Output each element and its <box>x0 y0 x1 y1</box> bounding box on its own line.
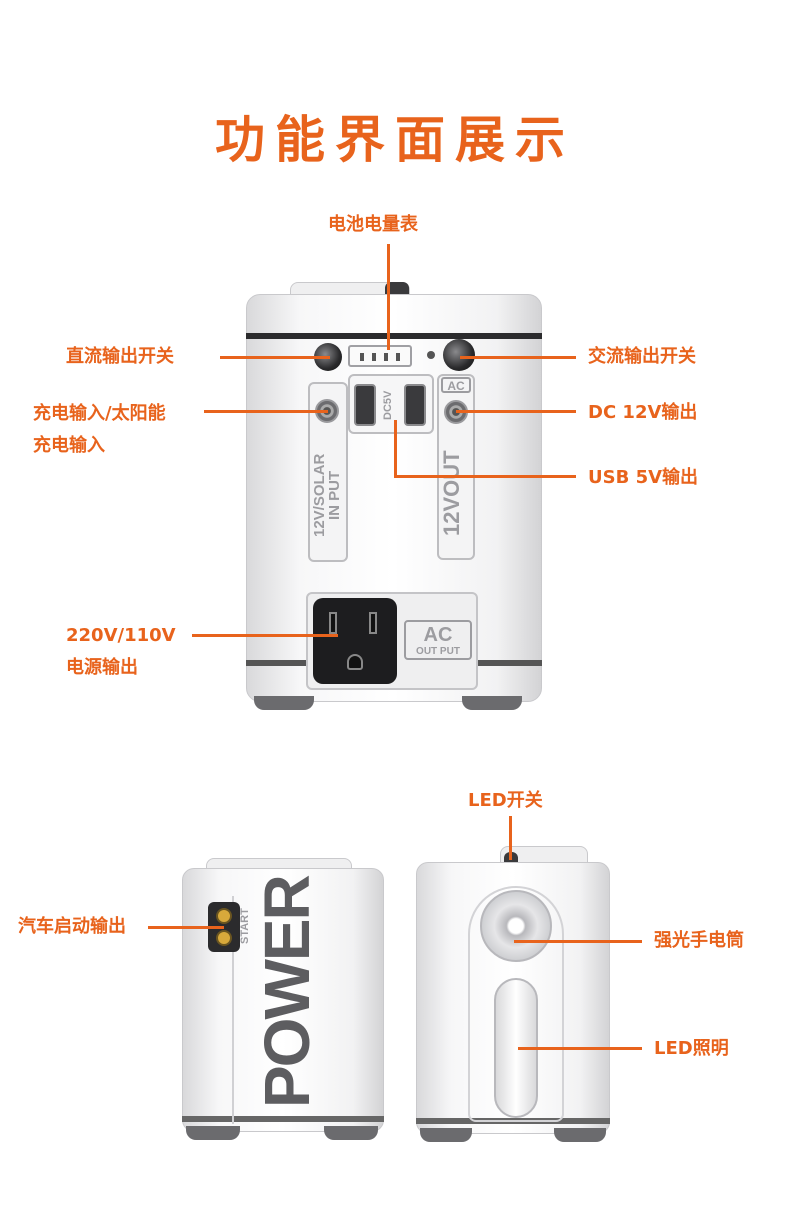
label-dc12v-out: DC 12V输出 <box>588 402 698 423</box>
label-dc-switch: 直流输出开关 <box>66 346 174 367</box>
ac-switch-button[interactable] <box>443 339 475 371</box>
power-text: POWER <box>251 876 323 1108</box>
label-battery-meter: 电池电量表 <box>328 214 418 235</box>
label-charge-input: 充电输入/太阳能 充电输入 <box>33 403 166 456</box>
leader-battery-meter <box>387 244 390 350</box>
side-foot-right <box>324 1126 378 1140</box>
leader-flashlight <box>514 940 642 943</box>
label-led-light: LED照明 <box>654 1038 729 1059</box>
leader-usb-vertical <box>394 420 397 477</box>
leader-led-switch <box>509 816 512 860</box>
leader-led-light <box>518 1047 642 1050</box>
ac-badge: AC <box>441 377 471 393</box>
device-foot-right <box>462 696 522 710</box>
ac-output-badge: AC OUT PUT <box>404 620 472 660</box>
led-bezel <box>468 886 564 1122</box>
ac-socket[interactable] <box>313 598 397 684</box>
leader-ac-switch <box>460 356 576 359</box>
leader-dc12v-out <box>456 410 576 413</box>
leader-ac-out <box>192 634 338 637</box>
leader-usb-horizontal <box>394 475 576 478</box>
leader-car-start <box>148 926 224 929</box>
leader-dc-switch <box>220 356 330 359</box>
side-bottom-band <box>182 1116 384 1122</box>
label-led-switch: LED开关 <box>468 790 543 811</box>
led-foot-right <box>554 1128 606 1142</box>
usb-port-2[interactable] <box>404 384 426 426</box>
flashlight-lens <box>480 890 552 962</box>
ac-output-small: OUT PUT <box>416 646 460 657</box>
input-panel-text: 12V/SOLAR IN PUT <box>311 453 343 537</box>
label-usb5v-out: USB 5V输出 <box>588 467 699 488</box>
device-foot-left <box>254 696 314 710</box>
side-seam <box>232 896 234 1124</box>
label-flashlight: 强光手电筒 <box>654 930 744 951</box>
top-band <box>246 333 542 339</box>
leader-charge-input <box>204 410 328 413</box>
out12v-text: 12VOUT <box>439 450 464 536</box>
indicator-led <box>427 351 435 359</box>
label-car-start: 汽车启动输出 <box>18 916 126 937</box>
label-ac-switch: 交流输出开关 <box>588 346 696 367</box>
page-title: 功能界面展示 <box>215 111 575 169</box>
side-foot-left <box>186 1126 240 1140</box>
label-ac-out: 220V/110V 电源输出 <box>66 625 176 678</box>
usb-port-1[interactable] <box>354 384 376 426</box>
battery-meter <box>348 345 412 367</box>
led-foot-left <box>420 1128 472 1142</box>
ac-output-big: AC <box>423 624 453 646</box>
